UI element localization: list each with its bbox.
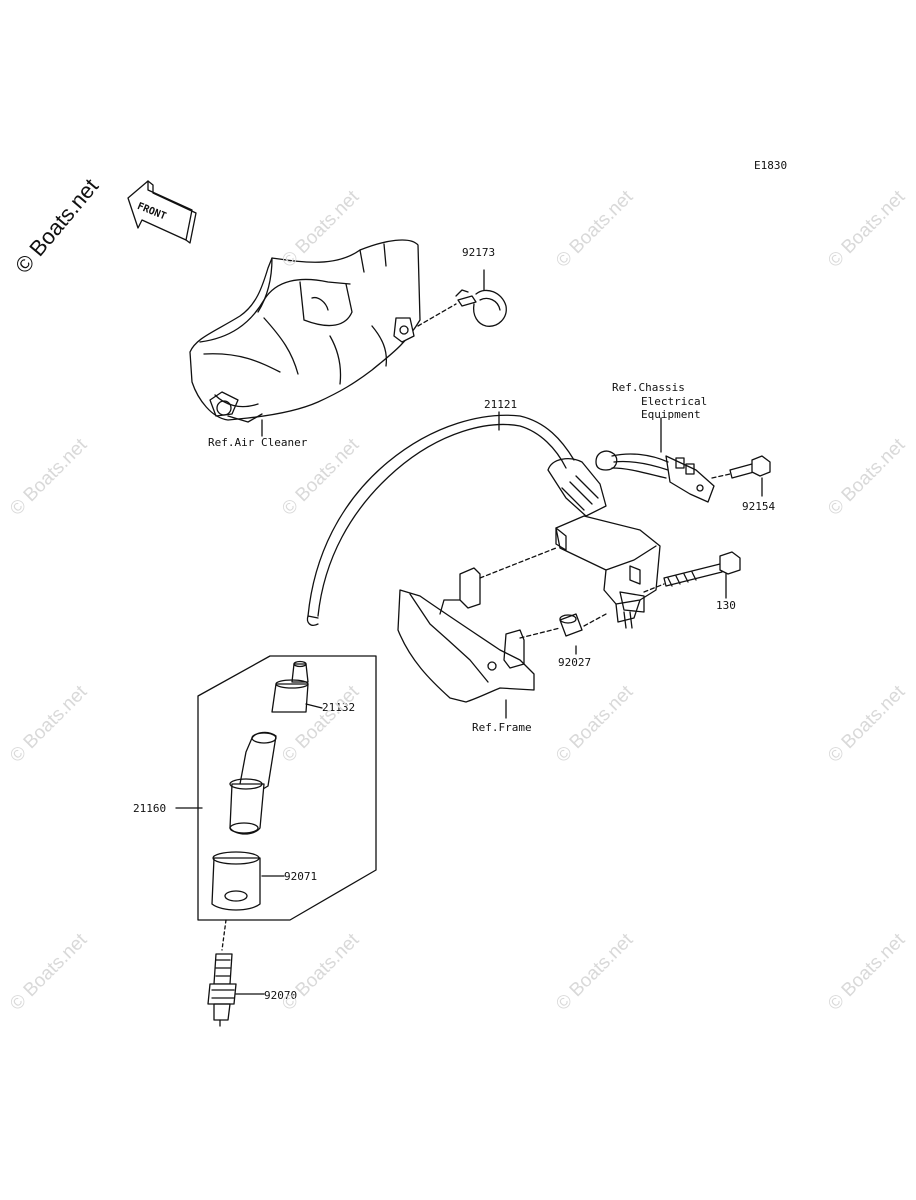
part-number-92154: 92154 xyxy=(742,500,776,513)
ref-chassis-line2: Electrical xyxy=(641,395,708,408)
ref-air-cleaner: Ref.Air Cleaner xyxy=(208,436,308,449)
plug-cap-21132 xyxy=(271,660,323,713)
part-number-92070: 92070 xyxy=(264,989,298,1002)
front-arrow-icon xyxy=(127,180,197,244)
plug-cap-kit-box xyxy=(197,655,377,921)
part-number-92027: 92027 xyxy=(558,656,592,669)
diagram-code: E1830 xyxy=(754,159,788,172)
spark-plug-92070 xyxy=(207,919,265,1027)
ignition-coil xyxy=(547,458,661,629)
part-number-21160: 21160 xyxy=(133,802,167,815)
chassis-wiring-connector xyxy=(595,417,715,503)
part-number-130: 130 xyxy=(716,599,736,612)
collar-92027 xyxy=(519,613,607,655)
ref-chassis-line3: Equipment xyxy=(641,408,701,421)
bolt-92154 xyxy=(711,455,771,497)
bolt-130 xyxy=(643,551,741,599)
frame-bracket xyxy=(397,547,557,719)
ref-chassis-line1: Ref.Chassis xyxy=(612,381,685,394)
ref-frame: Ref.Frame xyxy=(472,721,532,734)
part-number-21121: 21121 xyxy=(484,398,518,411)
plug-boot xyxy=(229,731,277,835)
air-cleaner-housing xyxy=(189,239,421,423)
part-number-92173: 92173 xyxy=(462,246,496,259)
clamp-92173 xyxy=(417,269,507,327)
part-number-92071: 92071 xyxy=(284,870,318,883)
cap-92071 xyxy=(211,851,285,911)
high-tension-lead-21121 xyxy=(306,411,575,626)
part-number-21132: 21132 xyxy=(322,701,356,714)
